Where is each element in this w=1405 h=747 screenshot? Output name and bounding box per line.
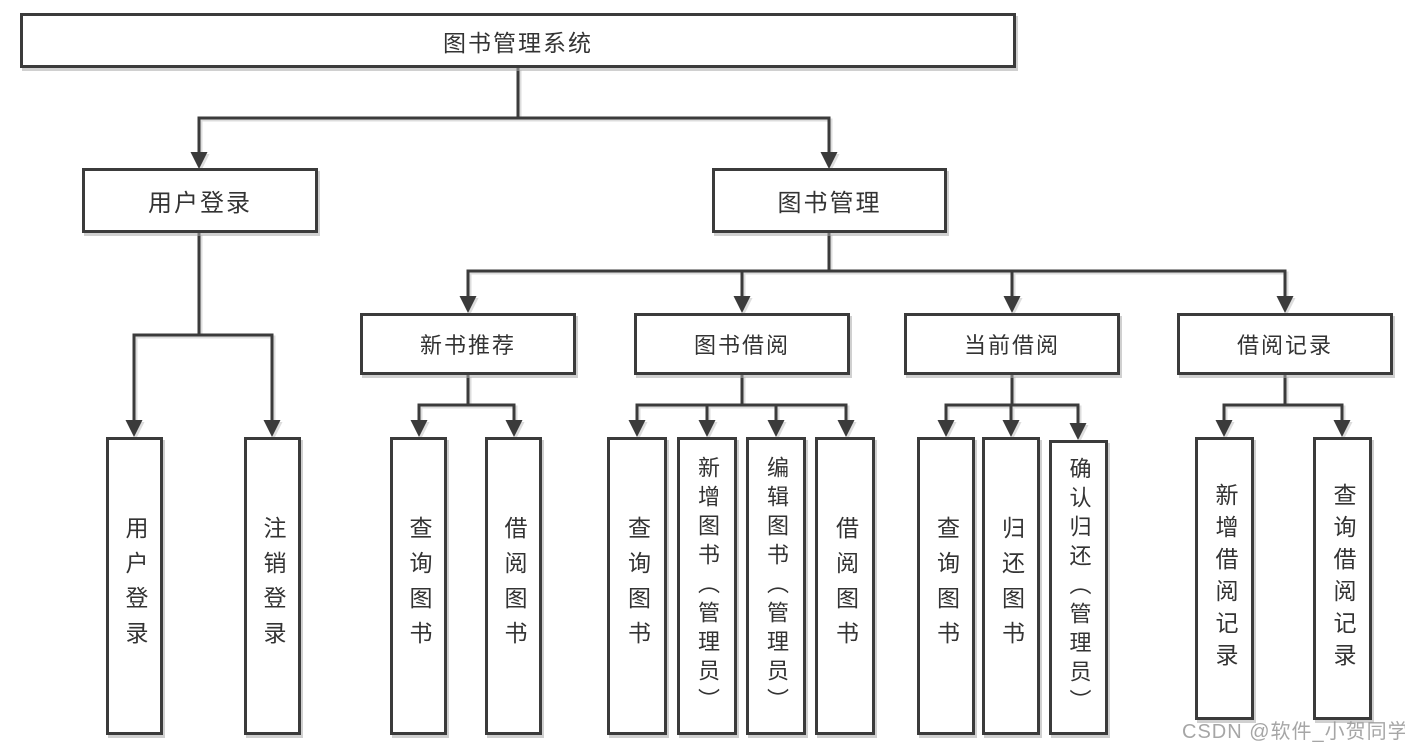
node-label: 图书借阅 [693, 333, 790, 358]
node-label: 借阅图书 [501, 516, 527, 656]
node-label: 用户登录 [148, 190, 252, 217]
leaf-recommend-borrow-books: 借阅图书 [485, 437, 542, 735]
node-root: 图书管理系统 [20, 13, 1016, 68]
node-label: 查询图书 [406, 516, 432, 656]
node-label: 借阅图书 [832, 516, 859, 656]
connector-recommend-to-leaves [410, 375, 523, 437]
connector-records-to-leaves [1215, 375, 1351, 437]
node-label: 新增借阅记录 [1212, 482, 1238, 675]
leaf-borrowing-edit-books-admin: 编辑图书（管理员） [746, 437, 806, 735]
node-label: 当前借阅 [963, 333, 1060, 358]
node-book-borrowing: 图书借阅 [634, 313, 850, 375]
node-label: 查询图书 [933, 516, 960, 656]
leaf-current-return-books: 归还图书 [982, 437, 1040, 735]
node-label: 图书管理 [777, 190, 882, 217]
node-label: 查询图书 [624, 516, 651, 656]
connector-current-to-leaves [937, 375, 1087, 440]
node-label: 图书管理系统 [443, 29, 593, 56]
connector-user-login-to-leaves [125, 233, 281, 437]
connector-root-to-level2 [190, 68, 838, 169]
node-label: 借阅记录 [1236, 333, 1333, 358]
leaf-borrowing-add-books-admin: 新增图书（管理员） [677, 437, 737, 735]
node-label: 注销登录 [260, 516, 286, 656]
leaf-user-login: 用户登录 [106, 437, 163, 735]
node-label: 新增图书（管理员） [695, 455, 720, 717]
node-new-book-recommend: 新书推荐 [360, 313, 576, 375]
leaf-borrowing-query-books: 查询图书 [607, 437, 667, 735]
node-label: 编辑图书（管理员） [764, 455, 789, 717]
node-book-management: 图书管理 [712, 168, 947, 233]
node-label: 新书推荐 [419, 333, 516, 358]
csdn-watermark: CSDN @软件_小贺同学 [1182, 721, 1405, 743]
leaf-recommend-query-books: 查询图书 [390, 437, 447, 735]
node-borrowing-records: 借阅记录 [1177, 313, 1393, 375]
leaf-borrowing-borrow-books: 借阅图书 [815, 437, 875, 735]
node-label: 确认归还（管理员） [1066, 457, 1092, 718]
connector-book-management-to-level3 [459, 233, 1294, 313]
connector-borrowing-to-leaves [628, 375, 855, 437]
leaf-current-query-books: 查询图书 [917, 437, 975, 735]
node-label: 归还图书 [998, 516, 1025, 656]
leaf-logout: 注销登录 [244, 437, 301, 735]
node-label: 查询借阅记录 [1330, 482, 1356, 675]
leaf-records-add-borrow-record: 新增借阅记录 [1195, 437, 1254, 720]
node-current-borrowing: 当前借阅 [904, 313, 1120, 375]
leaf-current-confirm-return-admin: 确认归还（管理员） [1049, 440, 1108, 735]
leaf-records-query-borrow-record: 查询借阅记录 [1313, 437, 1372, 720]
node-user-login: 用户登录 [82, 168, 318, 233]
node-label: 用户登录 [122, 516, 148, 656]
